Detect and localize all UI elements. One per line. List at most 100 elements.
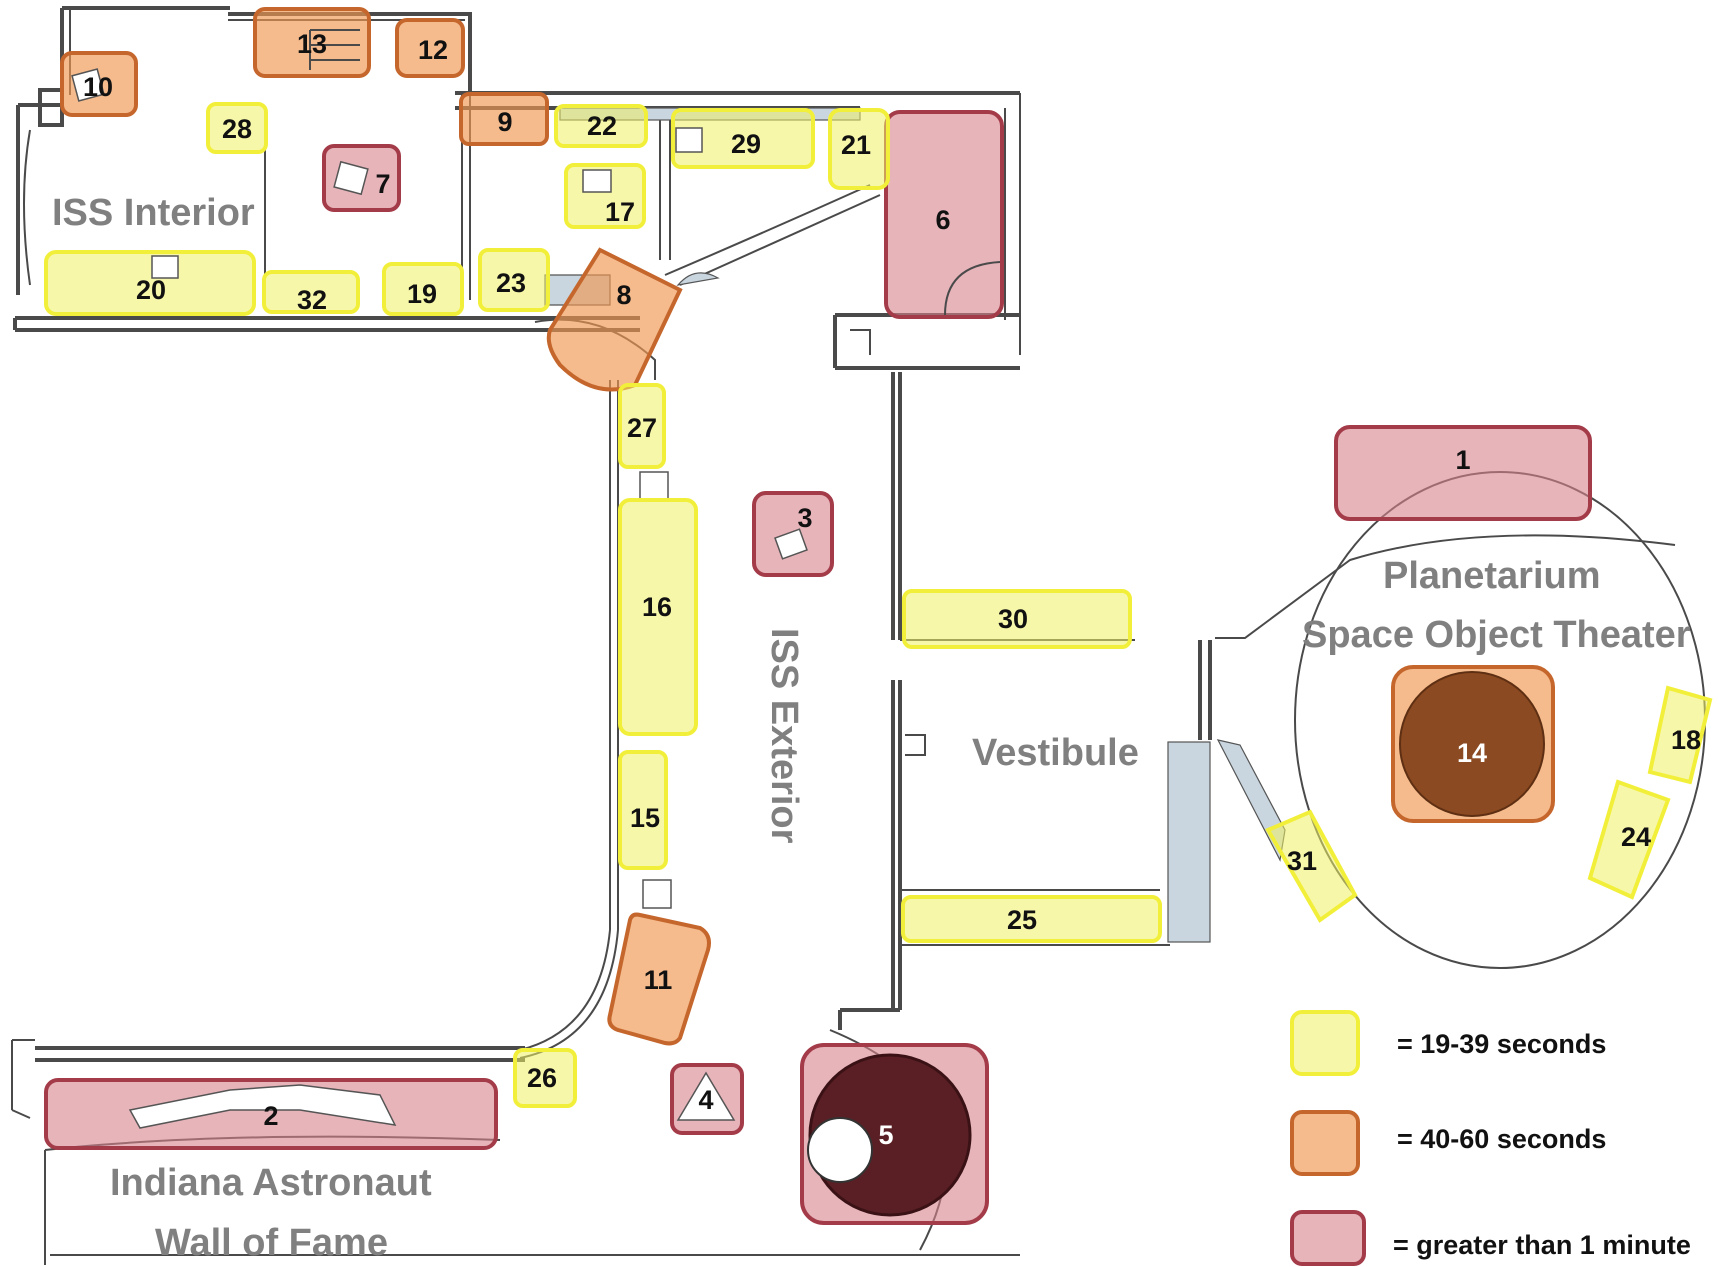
exhibit-28-marker (206, 102, 268, 154)
exhibit-26[interactable]: 26 (513, 1048, 577, 1108)
exhibit-7[interactable]: 7 (322, 144, 401, 212)
exhibit-15[interactable]: 15 (618, 750, 668, 870)
exhibit-2-marker (44, 1078, 498, 1150)
exhibit-6[interactable]: 6 (884, 110, 1004, 319)
exhibit-19[interactable]: 19 (382, 262, 464, 316)
exhibit-20-marker (44, 250, 256, 316)
exhibit-22[interactable]: 22 (554, 104, 648, 148)
exhibit-27[interactable]: 27 (618, 383, 666, 469)
exhibit-16[interactable]: 16 (618, 498, 698, 736)
exhibit-31[interactable]: 31 (1265, 809, 1358, 923)
area-label-wall-of-fame: Wall of Fame (155, 1222, 388, 1264)
exhibit-13-label: 13 (297, 29, 327, 59)
exhibit-22-marker (554, 104, 648, 148)
exhibit-12[interactable]: 12 (395, 18, 465, 78)
area-label-iss-interior: ISS Interior (52, 192, 255, 234)
exhibit-11-marker (607, 912, 711, 1046)
exhibit-12-marker (395, 18, 465, 78)
exhibit-8-label: 8 (616, 280, 631, 310)
exhibit-30-label: 30 (998, 604, 1028, 634)
exhibit-14-label: 14 (1457, 738, 1487, 768)
exhibit-2[interactable]: 2 (44, 1078, 498, 1150)
exhibit-5-label: 5 (878, 1120, 893, 1150)
exhibit-10[interactable]: 10 (60, 51, 138, 117)
exhibit-26-marker (513, 1048, 577, 1108)
exhibit-24-label: 24 (1621, 822, 1651, 852)
exhibit-10-label: 10 (83, 72, 113, 102)
exhibit-23-marker (478, 248, 550, 312)
exhibit-30[interactable]: 30 (902, 589, 1132, 649)
exhibit-8-marker (546, 247, 683, 392)
exhibit-18-label: 18 (1671, 725, 1701, 755)
exhibit-20-label: 20 (136, 275, 166, 305)
exhibit-32-label: 32 (297, 285, 327, 315)
exhibit-17[interactable]: 17 (564, 163, 646, 229)
exhibit-5[interactable]: 5 (800, 1043, 989, 1225)
exhibit-24-marker (1587, 779, 1671, 900)
legend: = 19-39 seconds = 40-60 seconds = greate… (1290, 1010, 1691, 1266)
exhibit-32[interactable]: 32 (262, 270, 360, 315)
exhibit-3-label: 3 (797, 503, 812, 533)
exhibit-31-label: 31 (1287, 846, 1317, 876)
exhibit-17-display (582, 169, 612, 193)
exhibit-14[interactable]: 14 (1391, 665, 1555, 823)
legend-swatch-yellow (1290, 1010, 1360, 1076)
exhibit-19-label: 19 (407, 279, 437, 309)
exhibit-25-marker (901, 895, 1162, 943)
exhibit-1[interactable]: 1 (1334, 425, 1592, 521)
exhibit-9-label: 9 (497, 107, 512, 137)
exhibit-11-label: 11 (644, 965, 673, 995)
exhibit-29[interactable]: 29 (671, 108, 815, 169)
exhibit-2-display (128, 1084, 397, 1129)
exhibit-30-marker (902, 589, 1132, 649)
exhibit-15-marker (618, 750, 668, 870)
exhibit-31-marker (1265, 809, 1358, 923)
exhibit-20[interactable]: 20 (44, 250, 256, 316)
exhibit-14-dome (1399, 671, 1545, 817)
exhibit-16-label: 16 (642, 592, 672, 622)
legend-item-19-39: = 19-39 seconds (1290, 1010, 1606, 1076)
exhibit-4[interactable]: 4 (670, 1063, 744, 1135)
exhibit-5-capsule-window (807, 1117, 873, 1183)
legend-label-19-39: = 19-39 seconds (1397, 1029, 1606, 1059)
legend-item-40-60[interactable]: = 40-60 seconds (1290, 1110, 1606, 1176)
exhibit-1-marker (1334, 425, 1592, 521)
exhibit-26-label: 26 (527, 1063, 557, 1093)
exhibit-4-display (676, 1071, 736, 1121)
area-labels: ISS Interior ISS Exterior Planetarium Sp… (52, 192, 1691, 1264)
exhibit-29-marker (671, 108, 815, 169)
exhibit-8[interactable]: 8 (546, 247, 683, 392)
legend-label-40-60: = 40-60 seconds (1397, 1124, 1606, 1154)
exhibit-13-steps (309, 29, 360, 70)
exhibit-10-display (71, 68, 105, 102)
exhibit-27-label: 27 (627, 413, 657, 443)
exhibit-25[interactable]: 25 (901, 895, 1162, 943)
legend-swatch-red (1290, 1210, 1366, 1266)
exhibit-24[interactable]: 24 (1587, 779, 1671, 900)
exhibit-18[interactable]: 18 (1647, 685, 1713, 785)
exhibit-6-door-arc (944, 261, 1001, 316)
exhibit-1-label: 1 (1455, 445, 1470, 475)
exhibit-21-marker (828, 108, 890, 190)
exhibit-28[interactable]: 28 (206, 102, 268, 154)
exhibit-6-marker (884, 110, 1004, 319)
exhibit-7-label: 7 (375, 169, 390, 199)
exhibit-18-marker (1647, 685, 1713, 785)
exhibit-19-marker (382, 262, 464, 316)
legend-label-greater-1-min: = greater than 1 minute (1393, 1230, 1691, 1260)
exhibit-3[interactable]: 3 (752, 491, 834, 577)
exhibit-11[interactable]: 11 (607, 912, 711, 1046)
exhibit-13[interactable]: 13 (253, 7, 371, 78)
exhibit-17-label: 17 (605, 197, 635, 227)
exhibit-25-label: 25 (1007, 905, 1037, 935)
exhibit-21-label: 21 (841, 130, 871, 160)
area-label-indiana-astronaut: Indiana Astronaut (110, 1162, 432, 1204)
exhibit-23[interactable]: 23 (478, 248, 550, 312)
area-label-planetarium: Planetarium (1383, 555, 1601, 597)
exhibit-28-label: 28 (222, 114, 252, 144)
exhibit-29-label: 29 (731, 129, 761, 159)
exhibit-9[interactable]: 9 (459, 92, 549, 146)
area-label-space-object-theater: Space Object Theater (1302, 614, 1691, 656)
exhibit-21[interactable]: 21 (828, 108, 890, 190)
exhibit-22-label: 22 (587, 111, 617, 141)
